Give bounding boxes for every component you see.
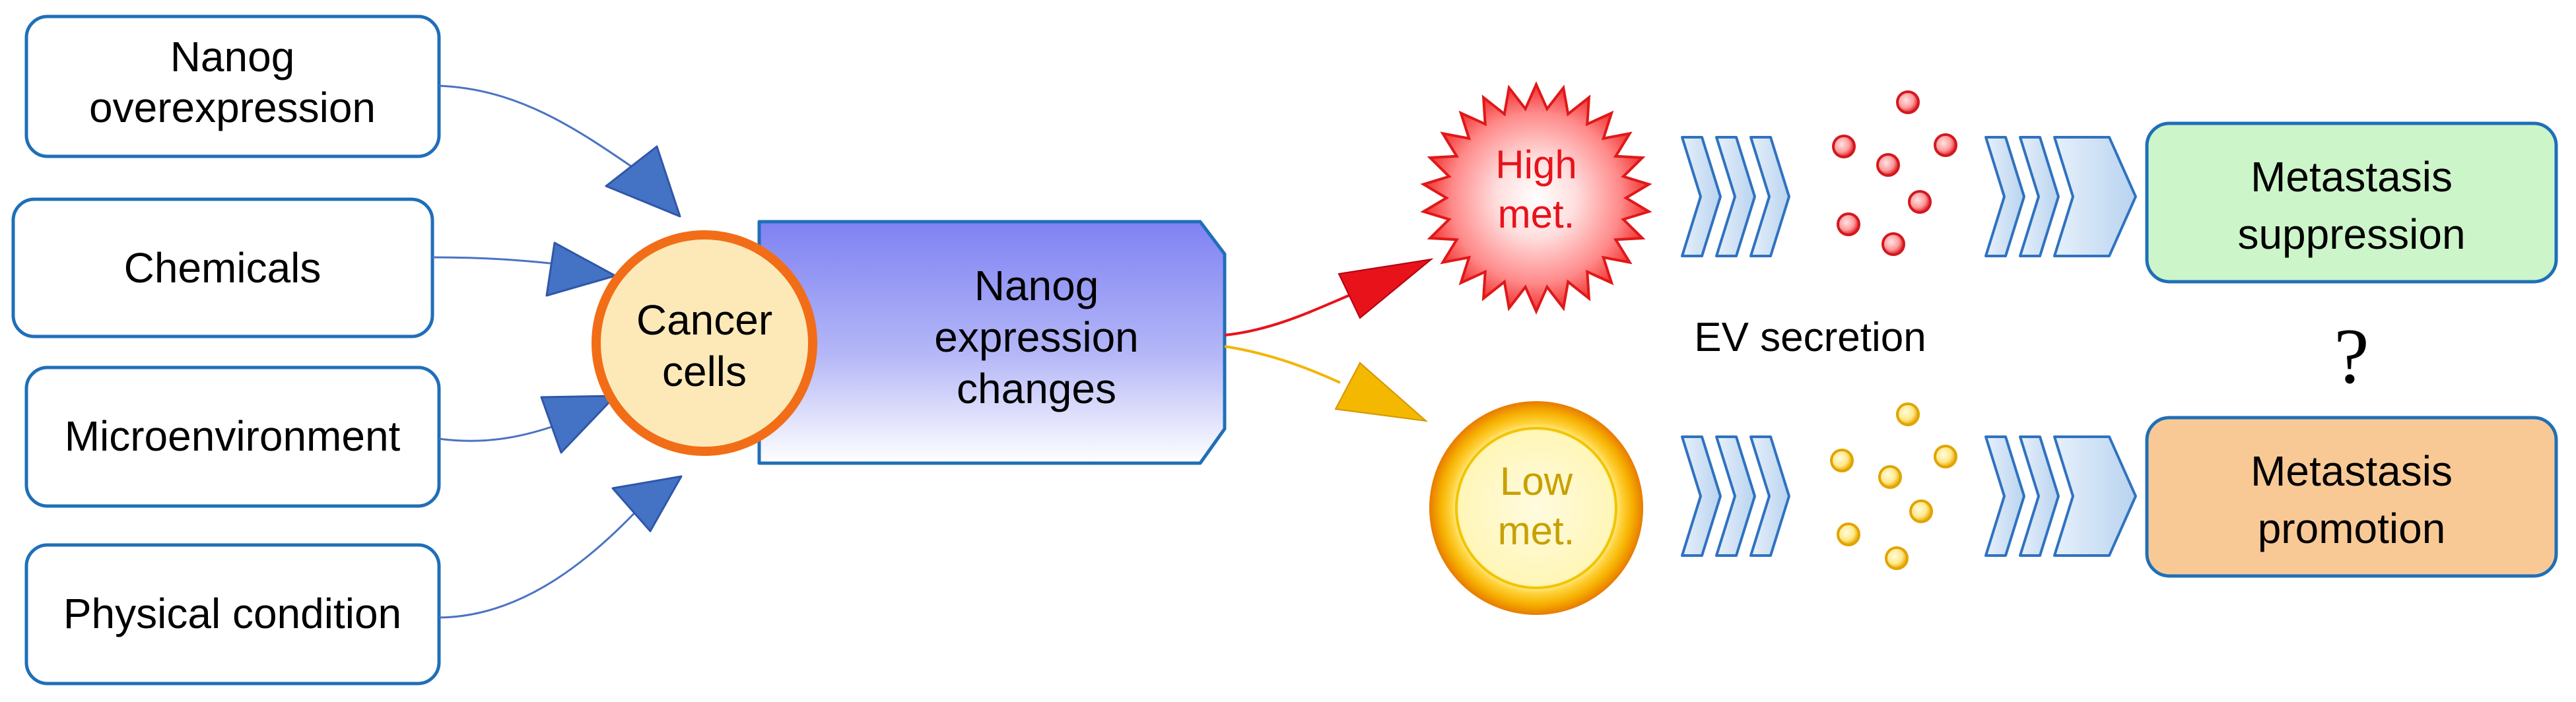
arrowhead-red-icon [1338, 258, 1434, 319]
ev-vesicle-yellow [1830, 449, 1854, 472]
chevron-icon [1749, 136, 1790, 257]
metastasis-promotion-box: Metastasis promotion [2145, 416, 2558, 578]
arrowhead-icon [540, 395, 617, 454]
high-met-label-line: High [1495, 143, 1576, 187]
chevron-icon [2019, 136, 2060, 257]
ev-vesicle-yellow [1885, 546, 1909, 570]
ev-vesicle-red [1837, 212, 1860, 236]
input-box-microenvironment: Microenvironment [24, 366, 441, 508]
chevrons-bottom-right [1984, 435, 2137, 557]
nanog-label-line: expression [934, 313, 1139, 361]
arrowhead-icon [605, 145, 681, 218]
input-label: Chemicals [124, 244, 322, 292]
cancer-cells-label-line: cells [662, 348, 747, 395]
input-box-physical-condition: Physical condition [24, 543, 441, 686]
red-vesicles [1832, 90, 1957, 256]
branch-arrow-high [1224, 258, 1434, 336]
ev-vesicle-red [1876, 153, 1900, 177]
ev-vesicle-red [1896, 90, 1920, 114]
chevron-icon [1715, 435, 1756, 557]
chevron-icon [1715, 136, 1756, 257]
chevron-icon [1681, 136, 1722, 257]
high-met-label-line: met. [1498, 192, 1575, 236]
chevrons-top-left [1681, 136, 1790, 257]
chevrons-top-right [1984, 136, 2137, 257]
arrowhead-icon [611, 475, 683, 532]
nanog-label-line: changes [957, 365, 1116, 412]
promotion-label-line: Metastasis [2251, 447, 2453, 495]
ev-vesicle-yellow [1896, 402, 1920, 426]
connector-line [438, 422, 562, 442]
input-label: Microenvironment [65, 412, 401, 460]
chevron-icon [2053, 435, 2137, 557]
ev-vesicle-yellow [1878, 465, 1902, 489]
ev-vesicle-yellow [1934, 445, 1957, 468]
connector-line [432, 256, 568, 267]
metastasis-suppression-box: Metastasis suppression [2145, 121, 2558, 284]
suppression-label-line: Metastasis [2251, 153, 2453, 201]
high-met-starburst: High met. [1420, 81, 1652, 315]
yellow-vesicles [1830, 402, 1957, 570]
low-met-circle: Low met. [1429, 401, 1643, 615]
ev-vesicle-red [1934, 133, 1957, 157]
input-box-nanog-overexpression: Nanog overexpression [24, 15, 441, 158]
chevron-icon [1984, 136, 2025, 257]
promotion-label-line: promotion [2258, 505, 2446, 552]
cancer-cells-circle: Cancer cells [592, 230, 817, 456]
low-met-label-line: Low [1500, 459, 1573, 503]
input-arrowheads [540, 145, 683, 532]
question-mark: ? [2334, 312, 2369, 400]
ev-vesicle-red [1881, 232, 1905, 256]
chevron-icon [1984, 435, 2025, 557]
nanog-expression-changes-box: Nanog expression changes [757, 220, 1227, 465]
suppression-label-line: suppression [2237, 210, 2465, 258]
connector-line [438, 84, 644, 176]
chevron-icon [2053, 136, 2137, 257]
chevron-icon [2019, 435, 2060, 557]
ev-vesicle-red [1908, 190, 1932, 214]
connector-line [438, 484, 661, 619]
chevron-icon [1681, 435, 1722, 557]
arrowhead-yellow-icon [1334, 362, 1429, 422]
input-label-line: overexpression [89, 84, 376, 131]
branch-line-red [1224, 292, 1354, 336]
nanog-label-line: Nanog [974, 262, 1099, 309]
input-label-line: Nanog [170, 33, 295, 80]
ev-vesicle-red [1832, 135, 1856, 158]
branch-line-yellow [1224, 345, 1341, 384]
ev-vesicle-yellow [1837, 523, 1860, 546]
arrowhead-icon [545, 241, 617, 297]
ev-vesicle-yellow [1909, 499, 1933, 523]
input-box-chemicals: Chemicals [11, 197, 434, 338]
ev-secretion-label: EV secretion [1694, 315, 1926, 360]
chevron-icon [1749, 435, 1790, 557]
low-met-label-line: met. [1498, 509, 1575, 553]
branch-arrow-low [1224, 345, 1429, 422]
cancer-cells-label-line: Cancer [636, 296, 772, 344]
chevrons-bottom-left [1681, 435, 1790, 557]
input-label: Physical condition [63, 590, 401, 637]
